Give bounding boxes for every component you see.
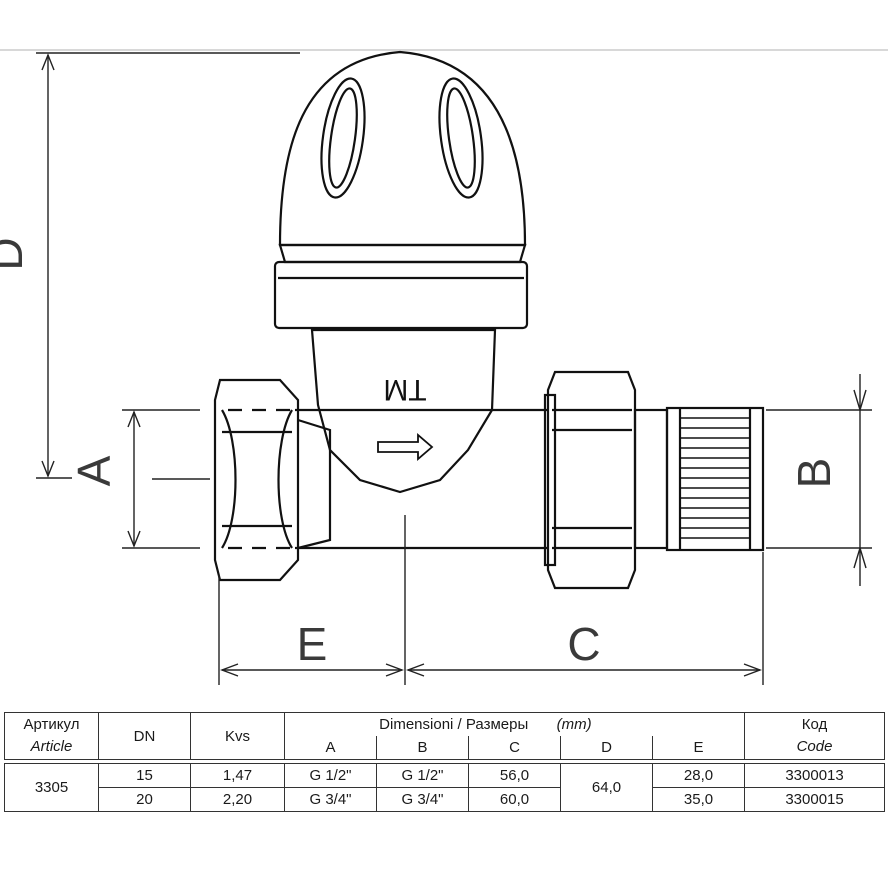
cell-code: 3300013: [744, 763, 886, 788]
cell-a: G 1/2": [284, 763, 377, 788]
header-dn: DN: [98, 712, 191, 760]
cell-article: 3305: [4, 763, 99, 812]
thread-lines: [680, 417, 750, 539]
header-article-ru: Артикул: [23, 716, 80, 733]
table-row: 20 2,20 G 3/4" G 3/4" 60,0 35,0 3300015: [5, 787, 886, 812]
header-col-d: D: [560, 736, 653, 760]
cell-b: G 1/2": [376, 763, 469, 788]
dimension-label-d: D: [0, 237, 32, 270]
cell-kvs: 1,47: [190, 763, 285, 788]
header-code: Код Code: [744, 712, 886, 760]
valve-technical-drawing: TM: [0, 49, 888, 685]
cell-code: 3300015: [744, 787, 886, 812]
cell-e: 35,0: [651, 787, 746, 812]
cell-dn: 15: [98, 763, 191, 788]
cell-e: 28,0: [651, 763, 746, 788]
table-row: 3305 15 1,47 G 1/2" G 1/2" 56,0 64,0 28,…: [4, 763, 886, 812]
header-dimensions: Dimensioni / Размеры (mm): [283, 712, 746, 736]
dimension-arrowheads: [41, 53, 867, 677]
specification-table: Артикул Article DN Kvs Dimensioni / Разм…: [4, 712, 886, 812]
brand-mark: TM: [383, 373, 426, 406]
valve-body: [213, 50, 765, 590]
header-dimensions-en: Dimensioni: [379, 716, 454, 733]
flow-arrow-icon: [377, 433, 434, 461]
cell-b: G 3/4": [376, 787, 469, 812]
header-dimensions-sep: /: [457, 716, 462, 733]
cell-a: G 3/4": [284, 787, 377, 812]
header-article-en: Article: [30, 738, 73, 755]
cell-c: 56,0: [468, 763, 561, 788]
cell-d: 64,0: [560, 763, 653, 812]
dimension-label-c: C: [567, 618, 600, 670]
table-header-row-1: Артикул Article DN Kvs Dimensioni / Разм…: [4, 712, 886, 760]
header-code-ru: Код: [801, 716, 828, 733]
cell-kvs: 2,20: [190, 787, 285, 812]
header-col-a: A: [284, 736, 377, 760]
dimension-label-b: B: [788, 458, 840, 489]
header-col-c: C: [468, 736, 561, 760]
header-col-e: E: [651, 736, 746, 760]
dimension-label-e: E: [297, 618, 328, 670]
header-article: Артикул Article: [4, 712, 99, 760]
dimension-lines: [36, 52, 872, 685]
cell-c: 60,0: [468, 787, 561, 812]
header-units: (mm): [556, 716, 592, 733]
header-code-en: Code: [796, 738, 833, 755]
header-kvs: Kvs: [190, 712, 285, 760]
cell-dn: 20: [98, 787, 191, 812]
header-dimensions-ru: Размеры: [465, 716, 529, 733]
header-col-b: B: [376, 736, 469, 760]
dimension-label-a: A: [68, 455, 120, 486]
